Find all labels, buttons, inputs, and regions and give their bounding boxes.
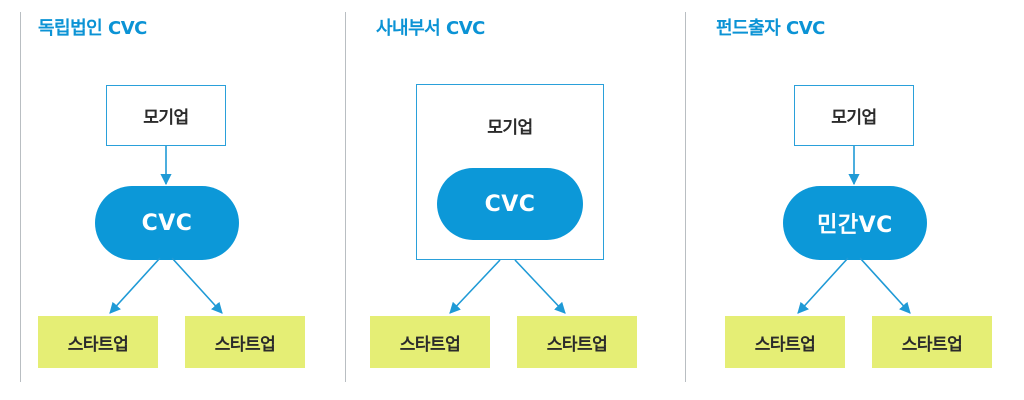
panel-3-private-vc-node: 민간VC xyxy=(783,186,927,260)
panel-1-arrow-cvc-to-startup-left xyxy=(109,257,161,314)
panel-3-parent-company-box: 모기업 xyxy=(794,85,914,146)
panel-1-startup-left: 스타트업 xyxy=(38,316,158,368)
panel-1-parent-company-box: 모기업 xyxy=(106,85,226,146)
panel-3-startup-left: 스타트업 xyxy=(725,316,845,368)
panel-divider-middle-left xyxy=(345,12,346,382)
panel-2-startup-right: 스타트업 xyxy=(517,316,637,368)
panel-3-arrow-vc-to-startup-left xyxy=(797,257,849,314)
panel-3-title: 펀드출자 CVC xyxy=(716,18,825,39)
panel-2-cvc-node: CVC xyxy=(437,168,583,240)
panel-1-cvc-node: CVC xyxy=(95,186,239,260)
panel-2-title: 사내부서 CVC xyxy=(376,18,485,39)
panel-2-arrow-to-startup-left xyxy=(449,259,501,314)
panel-divider-middle-right xyxy=(685,12,686,382)
panel-3-startup-right: 스타트업 xyxy=(872,316,992,368)
panel-2-arrow-to-startup-right xyxy=(514,259,566,314)
panel-2-startup-left: 스타트업 xyxy=(370,316,490,368)
panel-3-arrow-vc-to-startup-right xyxy=(859,257,911,314)
panel-divider-left xyxy=(20,12,21,382)
panel-1-startup-right: 스타트업 xyxy=(185,316,305,368)
panel-1-title: 독립법인 CVC xyxy=(38,18,147,39)
panel-1-arrow-cvc-to-startup-right xyxy=(171,257,223,314)
